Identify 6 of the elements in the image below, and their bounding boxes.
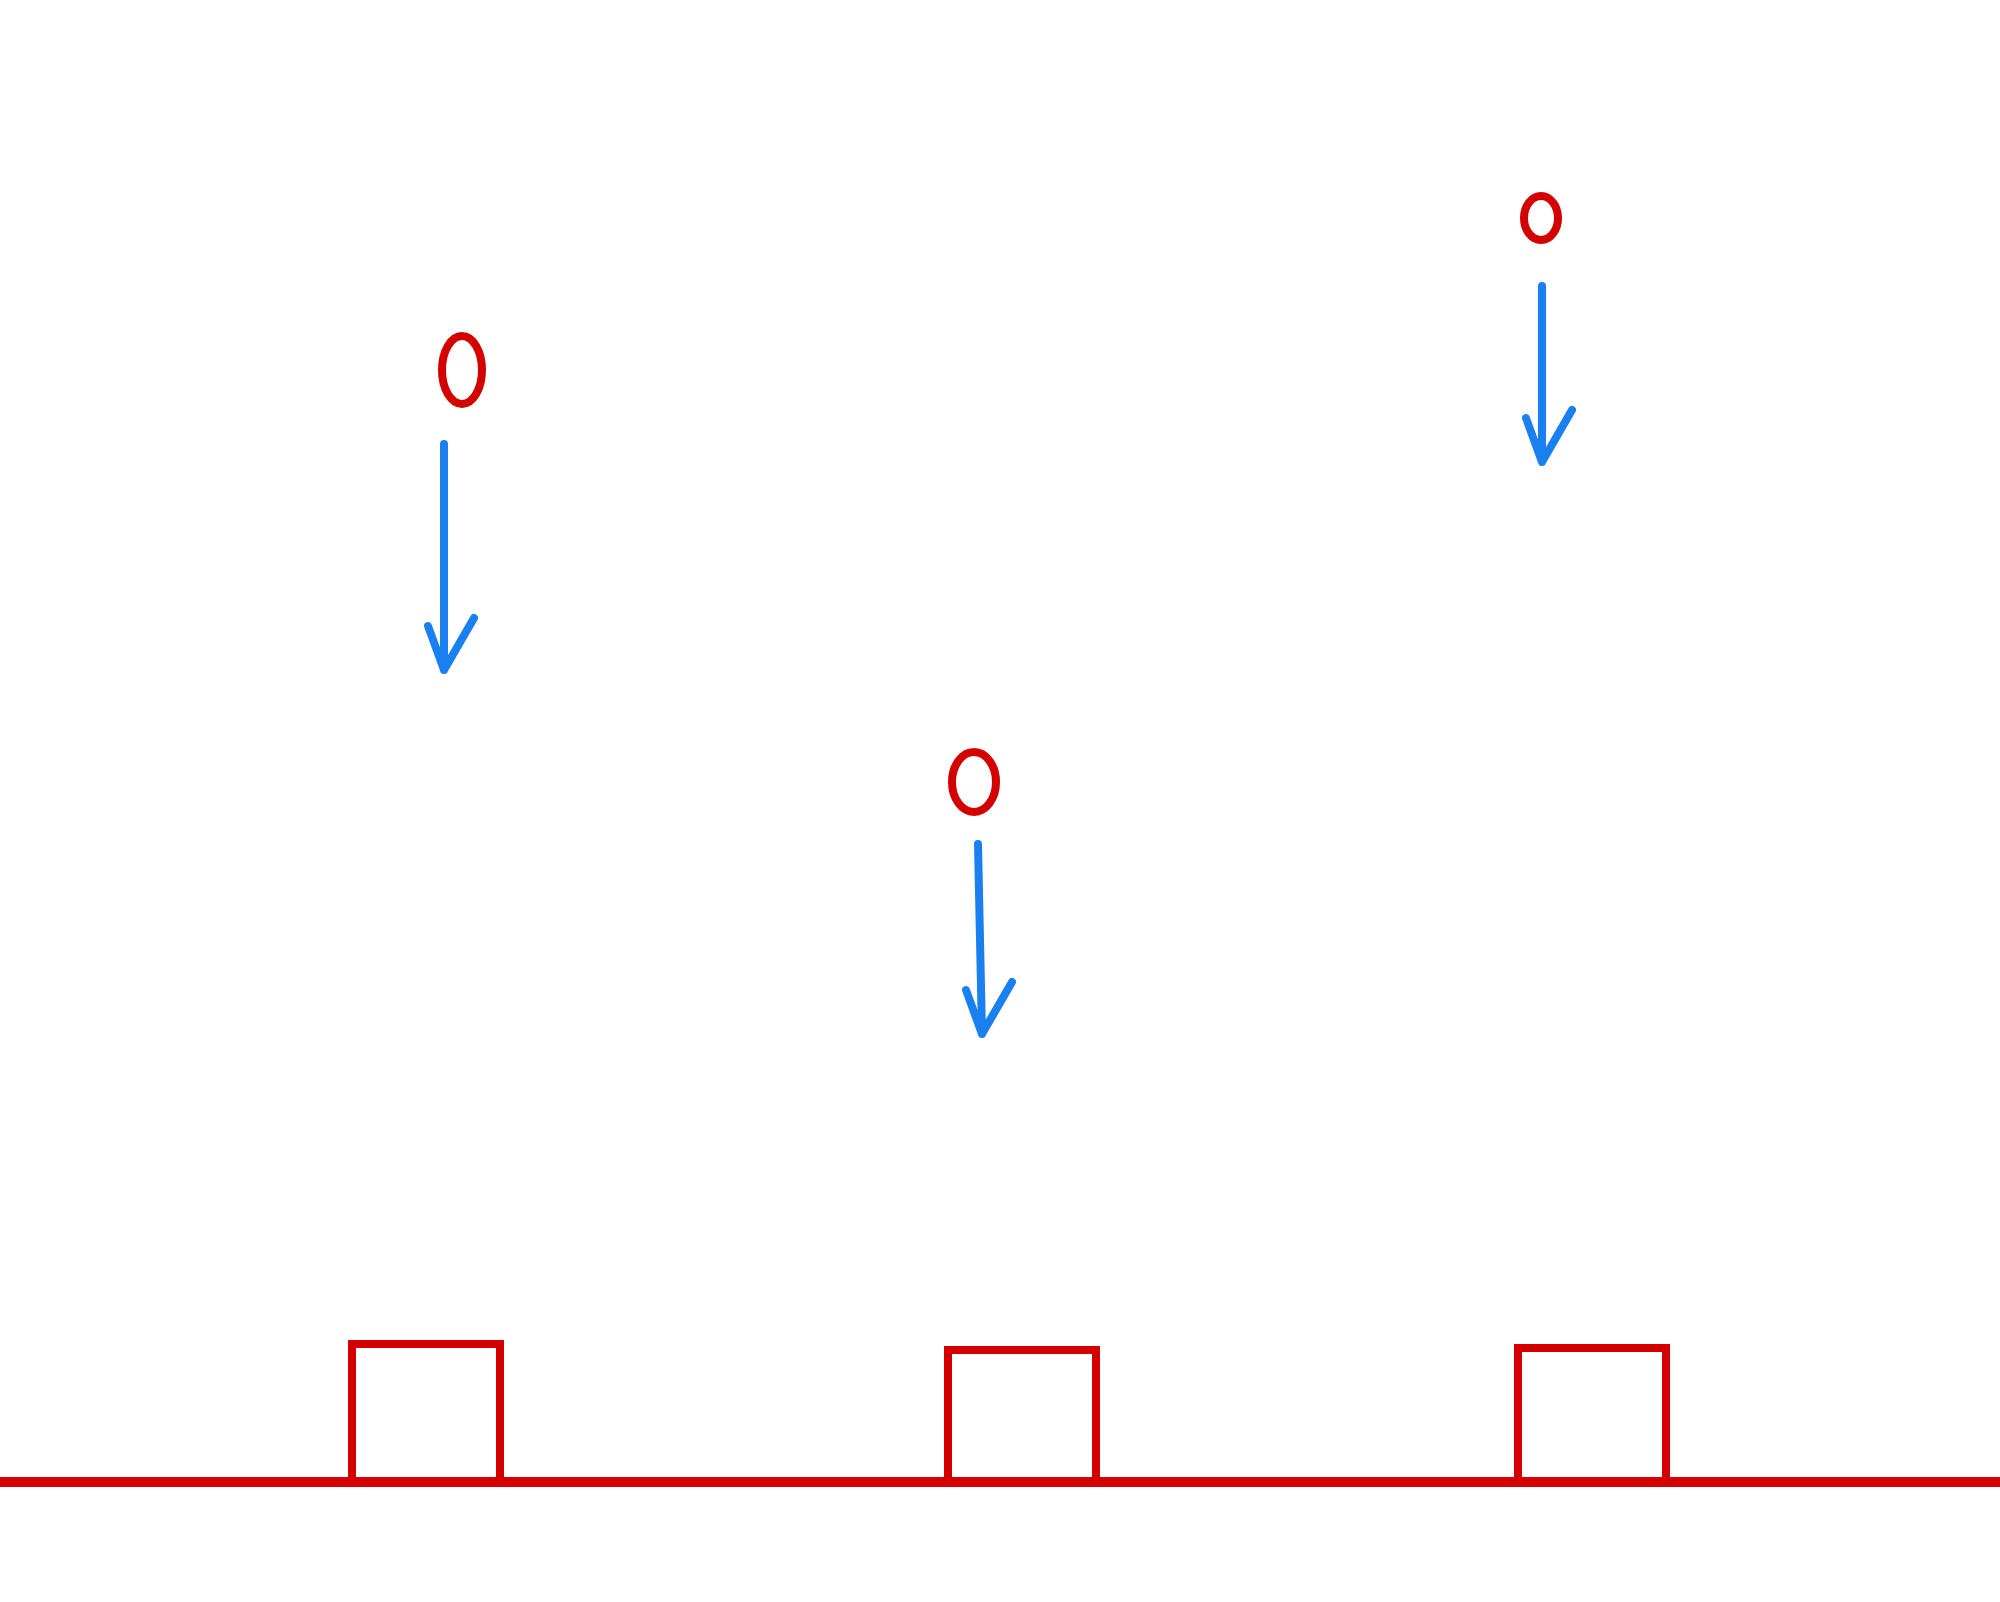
block — [944, 1346, 1100, 1482]
ball — [948, 748, 1000, 816]
block — [348, 1340, 504, 1482]
block — [1514, 1344, 1670, 1482]
ball — [438, 332, 486, 408]
ball — [1520, 192, 1562, 244]
